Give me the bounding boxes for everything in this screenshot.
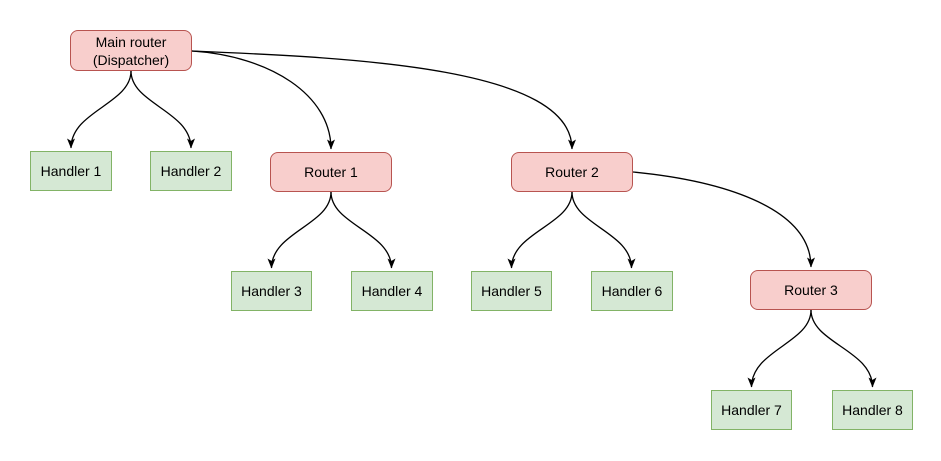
edge-main-router-to-router-2: [191, 50, 576, 150]
edge-router-1-to-handler-3: [267, 191, 332, 269]
node-handler-7: Handler 7: [711, 390, 792, 430]
edge-router-2-to-handler-6: [571, 191, 636, 269]
edge-main-router-to-router-1: [191, 50, 335, 150]
node-handler-3: Handler 3: [231, 271, 312, 311]
node-label: Handler 7: [721, 402, 782, 418]
node-label: Router 1: [304, 164, 358, 180]
edge-router-1-to-handler-4: [330, 191, 396, 269]
node-handler-8: Handler 8: [832, 390, 913, 430]
node-handler-2: Handler 2: [150, 151, 232, 191]
node-router-3: Router 3: [750, 270, 872, 310]
node-router-2: Router 2: [511, 152, 633, 192]
node-label: Router 3: [784, 282, 838, 298]
node-label: Handler 4: [361, 283, 423, 299]
node-label: Main router (Dispatcher): [92, 33, 170, 68]
node-label: Handler 2: [160, 163, 222, 179]
edge-router-3-to-handler-8: [810, 309, 877, 388]
node-main-router: Main router (Dispatcher): [70, 30, 192, 71]
node-handler-6: Handler 6: [591, 271, 673, 311]
node-handler-4: Handler 4: [351, 271, 433, 311]
node-handler-5: Handler 5: [471, 271, 552, 311]
edge-router-2-to-router-3: [632, 171, 815, 268]
node-label: Handler 3: [241, 283, 302, 299]
node-label: Handler 8: [842, 402, 903, 418]
node-handler-1: Handler 1: [30, 151, 112, 191]
node-label: Handler 6: [601, 283, 663, 299]
edge-router-2-to-handler-5: [507, 191, 573, 269]
edge-router-3-to-handler-7: [747, 309, 812, 388]
node-router-1: Router 1: [270, 152, 392, 192]
edge-main-router-to-handler-2: [130, 70, 195, 149]
node-label: Handler 5: [481, 283, 542, 299]
edge-main-router-to-handler-1: [67, 70, 132, 149]
node-label: Router 2: [545, 164, 599, 180]
node-label: Handler 1: [40, 163, 102, 179]
